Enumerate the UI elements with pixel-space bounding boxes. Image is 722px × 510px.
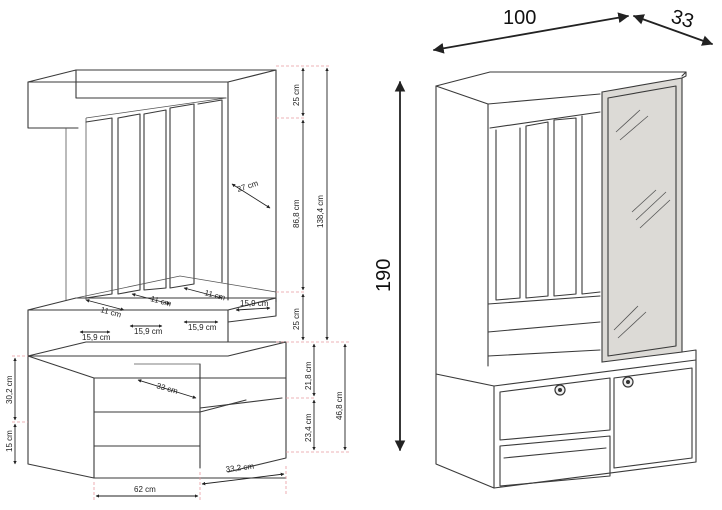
left-lower-cabinet <box>27 341 287 479</box>
mirror-reflection <box>613 109 671 339</box>
left-dimension-lines <box>13 67 347 498</box>
left-furniture-view: 27 cm 11 cm 11 cm 11 cm 15,9 cm 15,9 cm … <box>5 65 350 500</box>
dim-bottom-left-width: 62 cm <box>134 485 156 494</box>
dim-hook-4: 15,9 cm <box>240 299 269 308</box>
dim-left-upper: 30,2 cm <box>5 375 14 404</box>
dim-cabinet-top: 21,8 cm <box>304 361 313 390</box>
dim-upper-depth: 27 cm <box>236 179 260 194</box>
dim-slot-1: 11 cm <box>99 305 122 319</box>
mirror-door <box>601 77 683 363</box>
dim-cabinet-bottom: 23,4 cm <box>304 413 313 442</box>
dim-top-height: 25 cm <box>292 84 301 106</box>
dim-panel-height: 86,8 cm <box>292 199 301 228</box>
left-dashed-guides <box>12 65 350 500</box>
depth-label: 33 <box>669 6 696 33</box>
dim-upper-height: 138,4 cm <box>316 195 325 228</box>
dim-shelf-height: 25 cm <box>292 308 301 330</box>
dim-hook-2: 15,9 cm <box>134 327 163 336</box>
width-label: 100 <box>503 7 536 29</box>
dim-slot-2: 11 cm <box>149 294 172 308</box>
right-furniture-view: 100 33 190 <box>373 6 714 489</box>
height-label: 190 <box>373 259 395 292</box>
dim-hook-3: 15,9 cm <box>188 323 217 332</box>
depth-arrow <box>632 14 714 46</box>
dim-bottom-right-width: 33,2 cm <box>225 462 255 474</box>
dim-cabinet-height: 46,8 cm <box>335 391 344 420</box>
dim-slot-3: 11 cm <box>203 288 226 302</box>
width-arrow <box>432 12 630 54</box>
dim-left-lower: 15 cm <box>5 430 14 452</box>
dim-hook-1: 15,9 cm <box>82 333 111 342</box>
left-upper-unit <box>27 69 277 357</box>
dim-cabinet-depth: 33 cm <box>155 381 179 396</box>
